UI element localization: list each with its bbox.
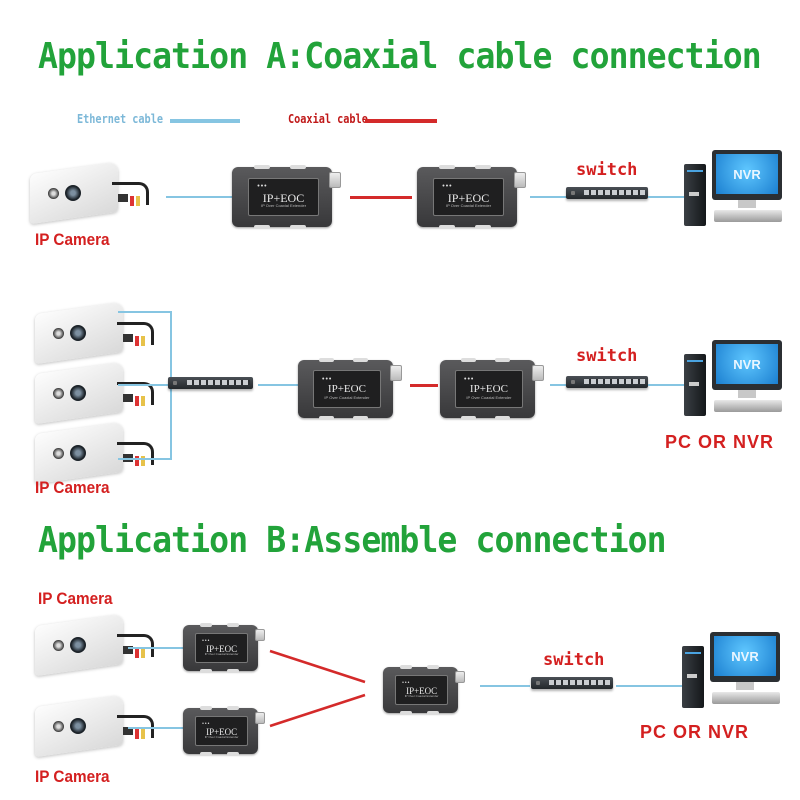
- ethernet-link: [166, 196, 232, 198]
- monitor-screen: NVR: [716, 154, 778, 194]
- ethernet-link: [648, 384, 684, 386]
- ip-eoc-receiver: ••• IP+EOC IP Over Coaxial Extender: [440, 358, 544, 420]
- ip-eoc-receiver: ••• IP+EOC IP Over Coaxial Extender: [383, 665, 465, 715]
- monitor-screen: NVR: [716, 344, 778, 384]
- coaxial-link: [410, 384, 438, 387]
- nvr-computer-icon: NVR: [682, 632, 780, 712]
- pc-or-nvr-label: PC OR NVR: [665, 432, 775, 452]
- device-subtitle: IP Over Coaxial Extender: [204, 735, 239, 740]
- coaxial-link: [350, 196, 412, 199]
- switch-icon: [566, 376, 648, 388]
- device-subtitle: IP Over Coaxial Extender: [466, 394, 512, 400]
- legend-ethernet-label: Ethernet cable: [77, 112, 163, 126]
- ip-camera-icon: [25, 612, 155, 677]
- switch-label: switch: [576, 346, 638, 366]
- device-subtitle: IP Over Coaxial Extender: [404, 694, 439, 699]
- nvr-computer-icon: NVR: [684, 340, 782, 420]
- bnc-port-icon: [532, 364, 544, 381]
- ip-eoc-transmitter-2: ••• IP+EOC IP Over Coaxial Extender: [183, 706, 265, 756]
- ip-camera-icon: [25, 693, 155, 758]
- bnc-port-icon: [514, 171, 526, 188]
- nvr-computer-icon: NVR: [684, 150, 782, 230]
- legend-coaxial-label: Coaxial cable: [288, 112, 368, 126]
- ethernet-link: [648, 196, 684, 198]
- ethernet-link: [616, 685, 682, 687]
- device-brand: IP+EOC: [206, 726, 238, 737]
- device-brand: IP+EOC: [206, 643, 238, 654]
- ip-camera-icon: [20, 160, 150, 225]
- ethernet-link: [550, 384, 568, 386]
- ip-camera-label-bottom: IP Camera: [35, 767, 110, 786]
- monitor-screen: NVR: [714, 636, 776, 676]
- device-brand: IP+EOC: [327, 383, 366, 396]
- ethernet-link: [118, 384, 168, 386]
- coaxial-link: [269, 693, 366, 728]
- ip-camera-icon: [25, 360, 155, 425]
- bnc-port-icon: [329, 171, 341, 188]
- switch-icon: [531, 677, 613, 689]
- ip-eoc-transmitter-1: ••• IP+EOC IP Over Coaxial Extender: [183, 623, 265, 673]
- ethernet-link: [530, 196, 568, 198]
- bnc-port-icon: [255, 628, 265, 641]
- device-brand: IP+EOC: [447, 191, 490, 206]
- device-brand: IP+EOC: [262, 191, 305, 206]
- ethernet-link: [118, 311, 172, 313]
- ethernet-link: [128, 647, 183, 649]
- pc-or-nvr-label: PC OR NVR: [640, 722, 750, 742]
- bnc-port-icon: [390, 364, 402, 381]
- device-subtitle: IP Over Coaxial Extender: [445, 202, 492, 208]
- switch-label: switch: [543, 650, 605, 670]
- switch-icon: [566, 187, 648, 199]
- device-subtitle: IP Over Coaxial Extender: [324, 394, 370, 400]
- coaxial-link: [269, 649, 366, 684]
- device-subtitle: IP Over Coaxial Extender: [260, 202, 307, 208]
- ethernet-link: [258, 384, 298, 386]
- bnc-port-icon: [255, 711, 265, 724]
- device-brand: IP+EOC: [469, 383, 508, 396]
- ip-eoc-receiver: ••• IP+EOC IP Over Coaxial Extender: [417, 165, 526, 229]
- ip-camera-icon: [25, 300, 155, 365]
- bnc-port-icon: [455, 670, 465, 683]
- ip-eoc-transmitter: ••• IP+EOC IP Over Coaxial Extender: [298, 358, 402, 420]
- ip-eoc-transmitter: ••• IP+EOC IP Over Coaxial Extender: [232, 165, 341, 229]
- legend-coaxial-line: [365, 119, 437, 123]
- ethernet-link: [128, 727, 183, 729]
- device-brand: IP+EOC: [406, 685, 438, 696]
- ip-camera-label: IP Camera: [35, 478, 110, 497]
- switch-icon: [168, 377, 253, 389]
- section-a-title: Application A:Coaxial cable connection: [38, 36, 762, 77]
- legend-ethernet-line: [170, 119, 240, 123]
- ip-camera-label: IP Camera: [35, 230, 110, 249]
- section-b-title: Application B:Assemble connection: [38, 520, 667, 561]
- device-subtitle: IP Over Coaxial Extender: [204, 652, 239, 657]
- ethernet-link: [118, 458, 172, 460]
- ethernet-link: [480, 685, 530, 687]
- switch-label: switch: [576, 160, 638, 180]
- ip-camera-label-top: IP Camera: [38, 589, 113, 608]
